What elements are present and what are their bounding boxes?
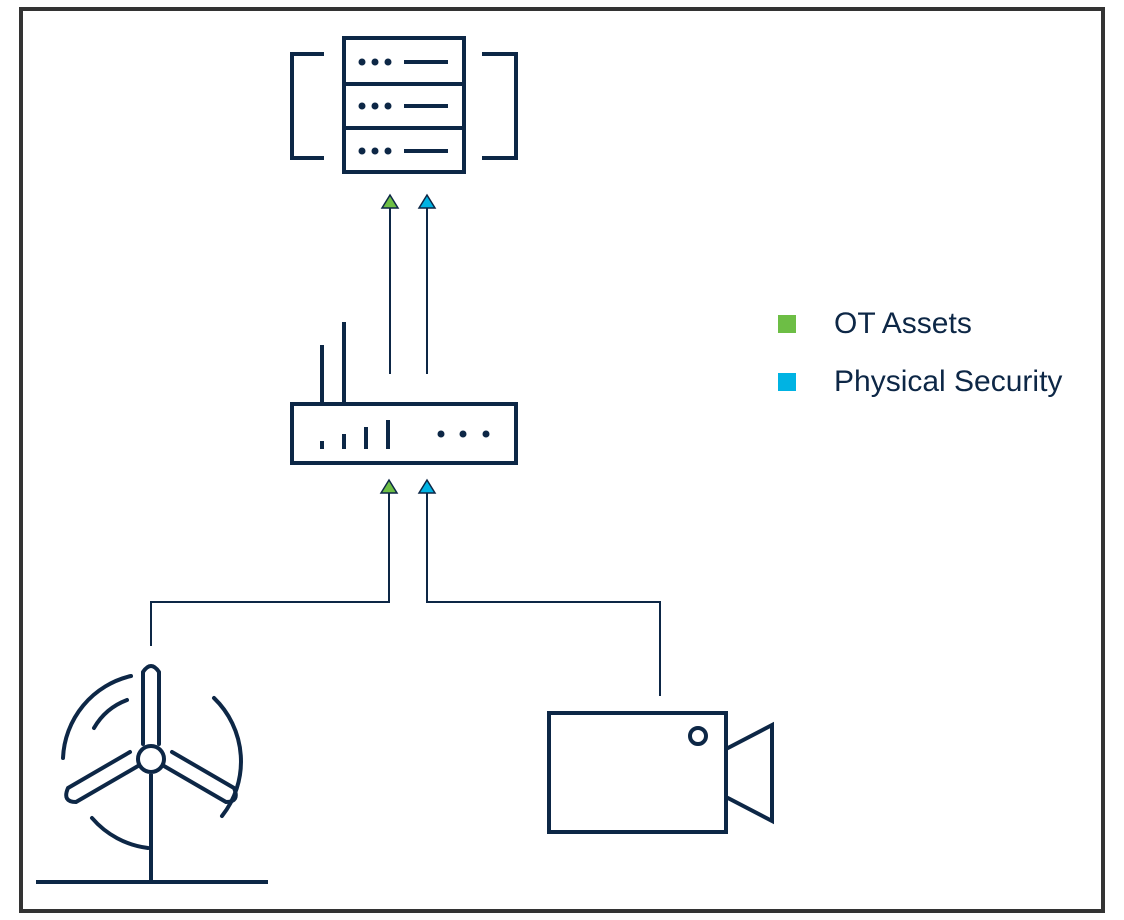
wind-turbine-icon <box>36 664 268 884</box>
legend-label-physical-security: Physical Security <box>834 365 1063 398</box>
ot-assets-arrowhead-router <box>379 478 399 494</box>
camera-link <box>426 490 661 696</box>
uplink-arrows <box>380 193 437 374</box>
server-rack-icon <box>290 36 518 174</box>
legend: OT Assets Physical Security <box>776 302 1106 418</box>
physical-security-arrowhead-router <box>417 478 437 494</box>
physical-security-swatch <box>778 373 796 391</box>
ot-assets-arrowhead <box>380 193 400 209</box>
turbine-link <box>150 490 390 646</box>
router-status-dots <box>437 430 490 438</box>
legend-item-physical-security: Physical Security <box>776 360 1106 418</box>
device-links <box>150 490 661 696</box>
diagram-frame <box>19 7 1105 913</box>
ot-assets-swatch <box>778 315 796 333</box>
video-camera-icon <box>547 711 774 834</box>
physical-security-arrowhead <box>417 193 437 209</box>
legend-label-ot-assets: OT Assets <box>834 307 972 340</box>
legend-item-ot-assets: OT Assets <box>776 302 1106 360</box>
server-rack-dots <box>358 58 392 155</box>
router-icon <box>290 322 518 465</box>
